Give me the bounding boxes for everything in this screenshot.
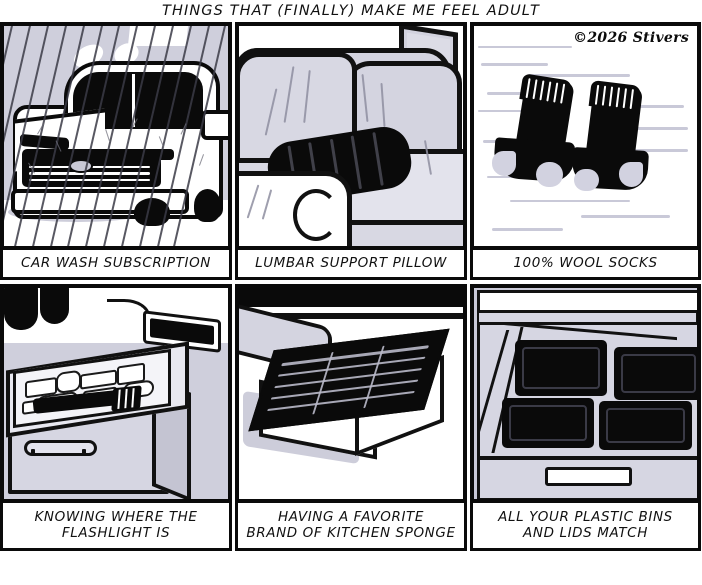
panel-grid: CAR WASH SUBSCRIPTION (0, 22, 702, 551)
panel-1: CAR WASH SUBSCRIPTION (0, 22, 232, 280)
panel-3-caption: 100% WOOL SOCKS (470, 250, 701, 280)
open-drawer[interactable] (477, 321, 697, 459)
car-emblem (68, 159, 94, 173)
artist-signature: ©2026 Stivers (573, 30, 689, 46)
handle-mount (30, 449, 35, 455)
panel-1-caption: CAR WASH SUBSCRIPTION (0, 250, 232, 280)
panel-2-caption: LUMBAR SUPPORT PILLOW (235, 250, 467, 280)
cabinet-top-edge (477, 290, 697, 313)
car-window-pillar (131, 74, 135, 128)
backsplash-shadow (239, 288, 463, 310)
counter-edge-line (239, 313, 463, 319)
plastic-bin-1 (514, 340, 608, 397)
sock-right-toe (618, 162, 644, 187)
panel-4-caption: KNOWING WHERE THE FLASHLIGHT IS (0, 503, 232, 551)
wool-socks-panel: ©2026 Stivers (470, 22, 701, 250)
canister-left (4, 288, 38, 331)
panel-4: KNOWING WHERE THE FLASHLIGHT IS (0, 284, 232, 551)
car-side-mirror (201, 109, 228, 140)
drawer-handle[interactable] (24, 439, 98, 457)
panel-row-2: KNOWING WHERE THE FLASHLIGHT IS (0, 284, 702, 551)
lumbar-pillow-panel (235, 22, 467, 250)
armrest-scroll (292, 188, 339, 241)
grille-bar (28, 178, 150, 182)
canister-right (39, 288, 69, 324)
car-wash-panel (0, 22, 232, 250)
counter-edge-highlight (239, 306, 463, 314)
sock-left-heel (536, 162, 564, 187)
cabinet-handle[interactable] (545, 467, 632, 486)
panel-6: ALL YOUR PLASTIC BINS AND LIDS MATCH (470, 284, 701, 551)
plastic-bin-2 (614, 346, 697, 401)
sock-right-heel (574, 169, 599, 191)
strip-title: THINGS THAT (FINALLY) MAKE ME FEEL ADULT (162, 3, 540, 19)
carwash-light-bar (128, 26, 189, 46)
flashlight-drawer-panel (0, 284, 232, 503)
panel-3: ©2026 Stivers 100% WOOL SOCKS (470, 22, 701, 280)
car-headlight-right (142, 149, 175, 161)
panel-6-caption: ALL YOUR PLASTIC BINS AND LIDS MATCH (470, 503, 701, 551)
handle-mount (82, 449, 87, 455)
car-wheel-rear (194, 188, 222, 222)
grille-bar (28, 172, 150, 175)
plastic-bins-panel (470, 284, 701, 503)
wood-floor (474, 26, 697, 246)
sock-left-toe (491, 151, 517, 176)
panel-row-1: CAR WASH SUBSCRIPTION (0, 22, 702, 280)
panel-5: HAVING A FAVORITE BRAND OF KITCHEN SPONG… (235, 284, 467, 551)
plastic-bin-3 (501, 398, 595, 449)
lower-drawer-front[interactable] (477, 456, 697, 499)
panel-2: LUMBAR SUPPORT PILLOW (235, 22, 467, 280)
kitchen-sponge-panel (235, 284, 467, 503)
plastic-bin-4 (599, 400, 692, 450)
panel-5-caption: HAVING A FAVORITE BRAND OF KITCHEN SPONG… (235, 503, 467, 551)
flashlight-head (110, 385, 142, 413)
